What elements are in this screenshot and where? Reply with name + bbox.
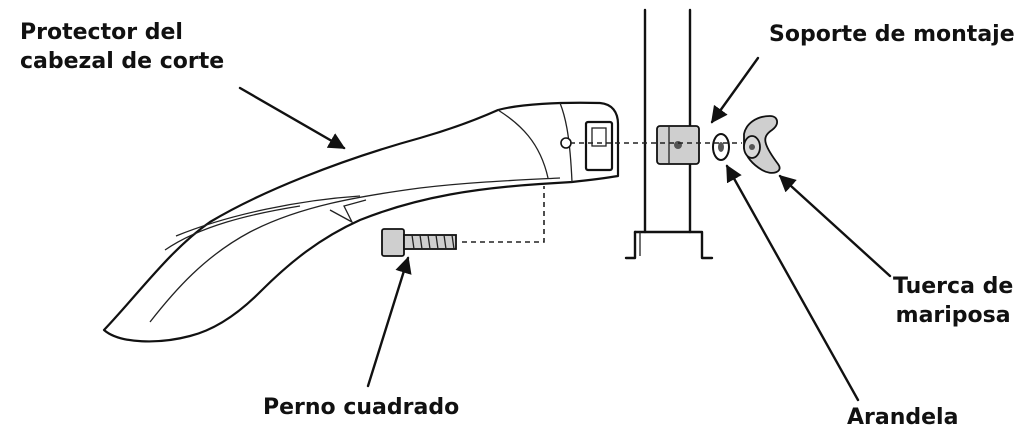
label-cutting-head-guard: Protector del cabezal de corte xyxy=(20,18,224,76)
label-line: Tuerca de xyxy=(893,274,1014,299)
leader-arrows xyxy=(238,56,892,402)
label-wing-nut: Tuerca de mariposa xyxy=(893,272,1013,330)
shaft-pole xyxy=(624,8,714,260)
label-line: mariposa xyxy=(895,303,1011,328)
label-line: cabezal de corte xyxy=(20,49,225,74)
arrow-soporte xyxy=(710,56,760,124)
label-mounting-bracket: Soporte de montaje xyxy=(769,22,1015,47)
square-bolt xyxy=(381,228,457,257)
washer xyxy=(712,133,730,161)
mounting-bracket xyxy=(656,125,700,165)
arrow-arandela xyxy=(725,164,860,402)
label-line: Protector del xyxy=(20,20,183,45)
arrow-perno xyxy=(366,256,412,388)
cutting-head-guard xyxy=(102,101,620,343)
assembly-lines xyxy=(462,142,742,243)
arrow-tuerca xyxy=(778,174,892,278)
arrow-protector xyxy=(238,86,346,150)
label-washer: Arandela xyxy=(847,405,959,430)
label-square-bolt: Perno cuadrado xyxy=(263,395,460,420)
wing-nut xyxy=(743,115,781,174)
